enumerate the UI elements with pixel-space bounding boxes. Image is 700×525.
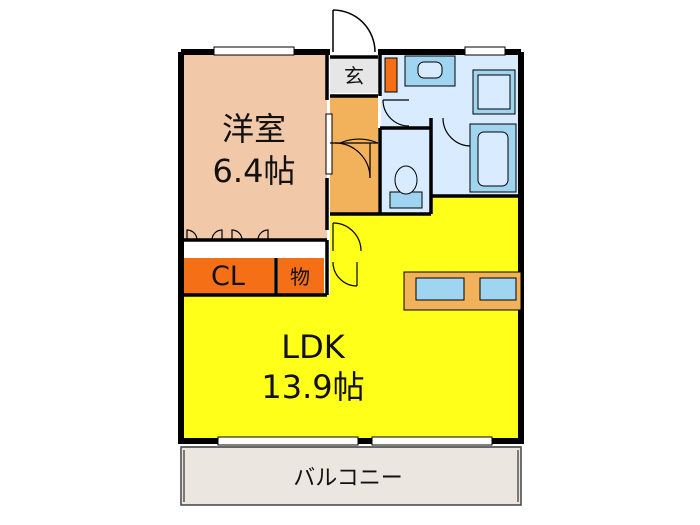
western-room-size: 6.4帖 [213,152,296,190]
entrance-door [332,9,376,53]
interior-walls [181,52,521,297]
stove [479,277,517,301]
closet-doors [186,229,269,241]
washbasin-bowl [417,61,443,79]
closet [181,258,274,295]
ldk-size: 13.9帖 [261,368,364,406]
door-swings [330,99,472,287]
balcony-rails [181,446,521,502]
western-room [181,52,327,240]
closet-label: CL [211,261,245,292]
wm-inner [477,74,511,110]
shoe-cabinet [384,57,398,93]
ldk-room [181,196,521,441]
entrance [330,57,378,93]
ldk-name: LDK [281,328,345,366]
kitchen-sink [415,277,465,301]
toilet-bowl [394,165,418,195]
balcony-label: バルコニー [293,466,403,491]
bathtub-inner [477,131,509,187]
windows [213,46,506,446]
western-room-name: 洋室 [222,110,286,148]
hallway [330,96,378,214]
entrance-label: 玄 [344,64,364,88]
storage-label: 物 [290,265,310,289]
storage [278,258,324,295]
